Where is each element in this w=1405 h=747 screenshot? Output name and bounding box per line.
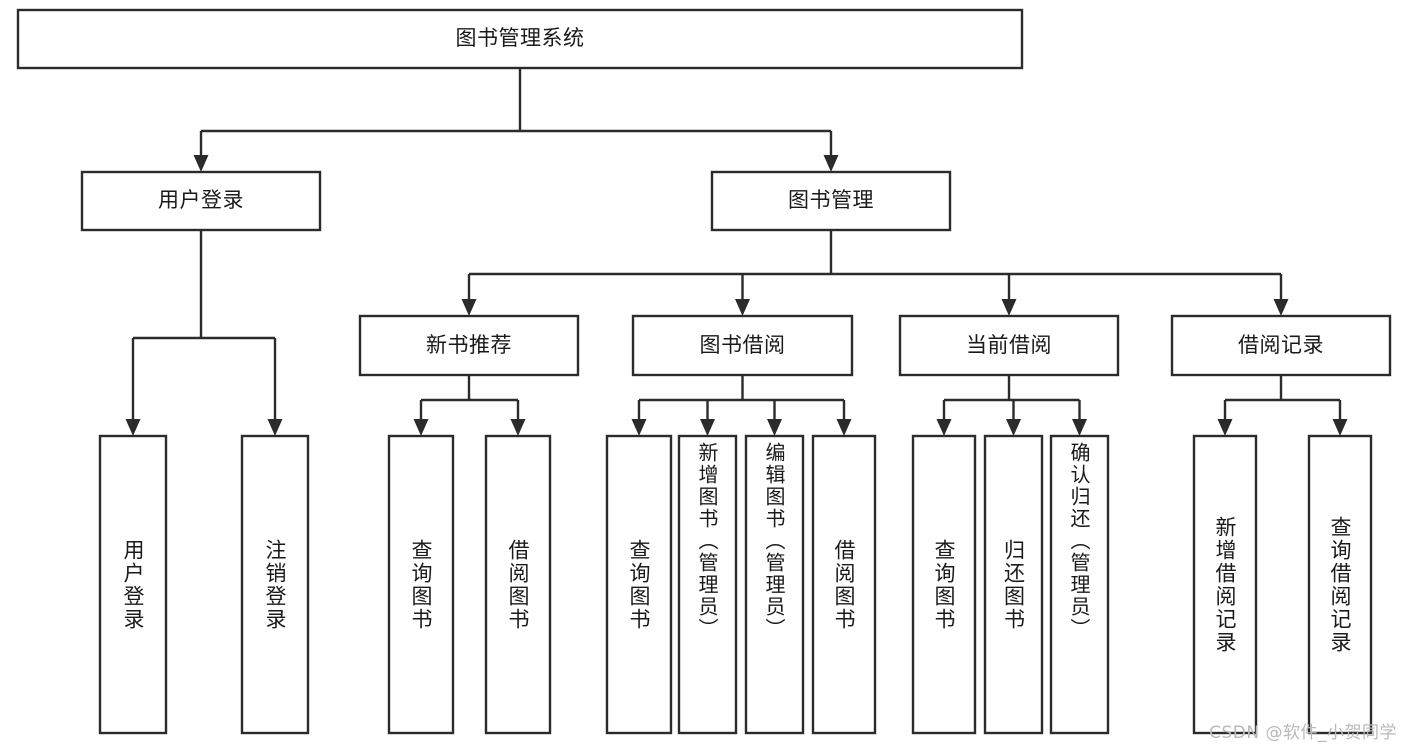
edge-arrow-icon bbox=[1006, 419, 1021, 436]
node-box-leaf-query-books-current[interactable] bbox=[911, 434, 977, 735]
edge-arrow-icon bbox=[267, 419, 283, 436]
edge-arrow-icon bbox=[1332, 419, 1348, 436]
node-box-leaf-add-book-admin[interactable] bbox=[677, 434, 738, 735]
node-book-borrow[interactable] bbox=[633, 316, 852, 375]
node-leaf-query-borrow-record[interactable] bbox=[1309, 436, 1371, 733]
edge-arrow-icon bbox=[1072, 419, 1087, 436]
node-leaf-edit-book-admin[interactable] bbox=[746, 436, 803, 733]
node-new-book-recommend[interactable] bbox=[360, 316, 578, 375]
node-leaf-query-books-current[interactable] bbox=[913, 436, 975, 733]
node-box-leaf-return-books[interactable] bbox=[983, 434, 1044, 735]
node-leaf-query-books-borrow[interactable] bbox=[607, 436, 671, 733]
edge-arrow-icon bbox=[413, 419, 429, 436]
node-box-new-book-recommend[interactable] bbox=[358, 314, 580, 377]
node-box-current-borrow[interactable] bbox=[898, 314, 1120, 377]
node-box-leaf-query-books-rec[interactable] bbox=[387, 434, 455, 735]
connector-layer bbox=[125, 68, 1348, 436]
node-box-book-management[interactable] bbox=[710, 170, 952, 232]
node-box-book-borrow[interactable] bbox=[631, 314, 854, 377]
node-leaf-add-borrow-record[interactable] bbox=[1194, 436, 1256, 733]
edge-arrow-icon bbox=[936, 419, 952, 436]
node-leaf-query-books-rec[interactable] bbox=[389, 436, 453, 733]
node-current-borrow[interactable] bbox=[900, 316, 1118, 375]
edge-arrow-icon bbox=[461, 299, 477, 316]
node-box-leaf-query-books-borrow[interactable] bbox=[605, 434, 673, 735]
node-box-user-login[interactable] bbox=[80, 170, 322, 232]
edge-arrow-icon bbox=[510, 419, 526, 436]
node-leaf-user-login[interactable] bbox=[100, 436, 166, 733]
edge-arrow-icon bbox=[823, 155, 839, 172]
node-box-leaf-borrow-books-rec[interactable] bbox=[484, 434, 552, 735]
node-box-leaf-logout[interactable] bbox=[240, 434, 310, 735]
edge-arrow-icon bbox=[1273, 299, 1289, 316]
node-root[interactable] bbox=[18, 10, 1022, 68]
edge-arrow-icon bbox=[1001, 299, 1017, 316]
edge-arrow-icon bbox=[735, 299, 750, 316]
edge-arrow-icon bbox=[125, 419, 141, 436]
node-box-borrow-records[interactable] bbox=[1170, 314, 1392, 377]
node-leaf-add-book-admin[interactable] bbox=[679, 436, 736, 733]
edge-arrow-icon bbox=[836, 419, 852, 436]
node-book-management[interactable] bbox=[712, 172, 950, 230]
node-box-leaf-add-borrow-record[interactable] bbox=[1192, 434, 1258, 735]
node-leaf-confirm-return-admin[interactable] bbox=[1051, 436, 1108, 733]
edge-arrow-icon bbox=[767, 419, 782, 436]
node-borrow-records[interactable] bbox=[1172, 316, 1390, 375]
node-box-leaf-confirm-return-admin[interactable] bbox=[1049, 434, 1110, 735]
watermark-text: CSDN @软件_小贺同学 bbox=[1209, 723, 1397, 743]
node-box-layer bbox=[16, 8, 1392, 735]
node-box-leaf-user-login[interactable] bbox=[98, 434, 168, 735]
edge-arrow-icon bbox=[631, 419, 647, 436]
node-leaf-logout[interactable] bbox=[242, 436, 308, 733]
node-box-root[interactable] bbox=[16, 8, 1024, 70]
node-leaf-return-books[interactable] bbox=[985, 436, 1042, 733]
edge-arrow-icon bbox=[193, 155, 209, 172]
node-box-leaf-borrow-books[interactable] bbox=[811, 434, 877, 735]
node-box-leaf-edit-book-admin[interactable] bbox=[744, 434, 805, 735]
node-leaf-borrow-books[interactable] bbox=[813, 436, 875, 733]
node-leaf-borrow-books-rec[interactable] bbox=[486, 436, 550, 733]
node-user-login[interactable] bbox=[82, 172, 320, 230]
node-box-leaf-query-borrow-record[interactable] bbox=[1307, 434, 1373, 735]
edge-arrow-icon bbox=[700, 419, 715, 436]
edge-arrow-icon bbox=[1217, 419, 1233, 436]
